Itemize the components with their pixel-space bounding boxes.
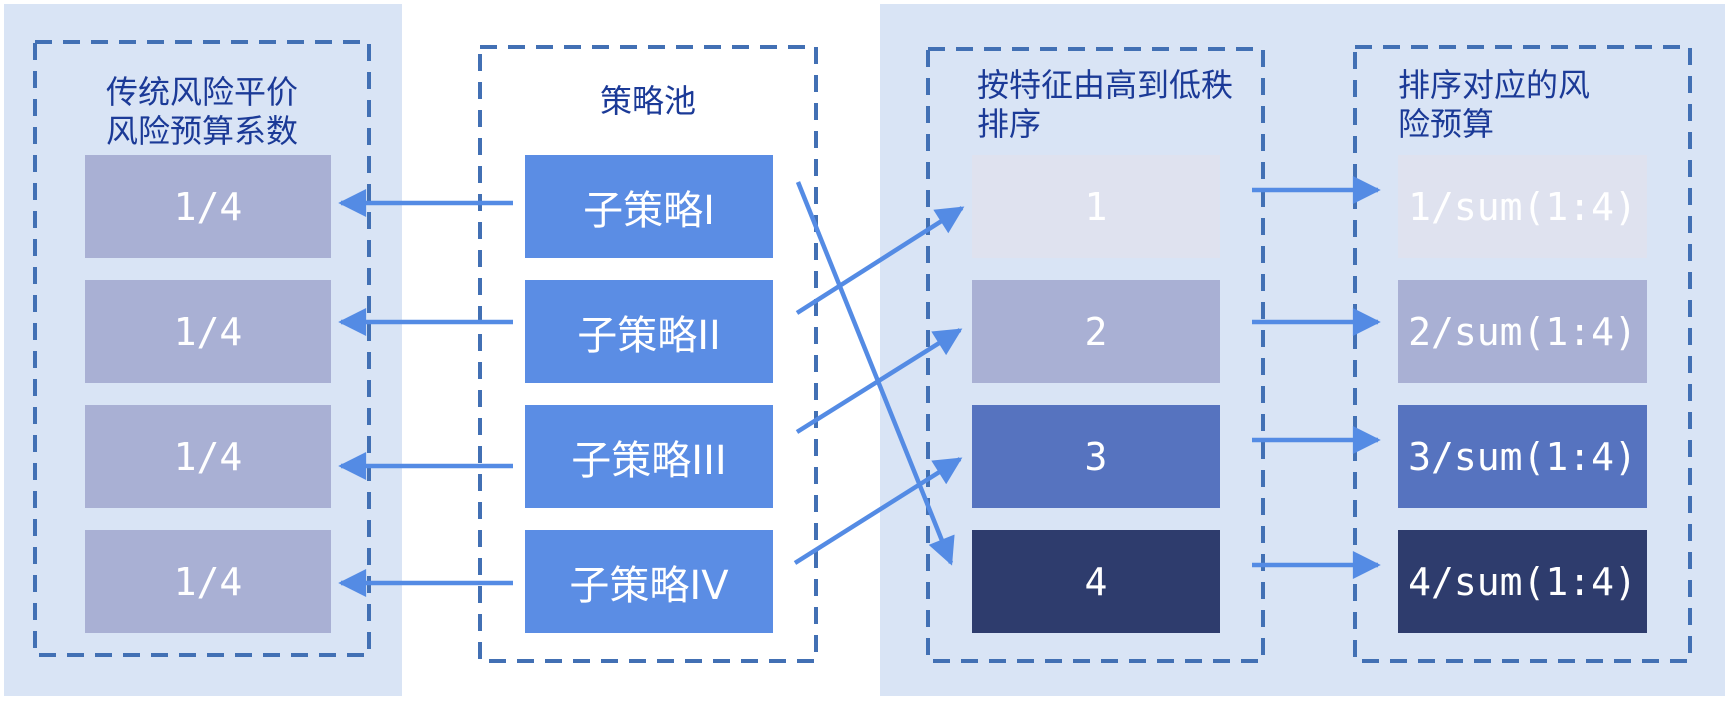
- strategy-pool-title: 策略池: [599, 83, 696, 119]
- rank-box-2: 2: [972, 280, 1220, 383]
- ranking-title: 按特征由高到低秩 排序: [977, 66, 1263, 144]
- strategy-box-1: 子策略I: [525, 155, 773, 258]
- coeff-box-3: 1/4: [85, 405, 331, 508]
- traditional-title-line1: 传统风险平价: [105, 74, 298, 110]
- rank-box-3: 3: [972, 405, 1220, 508]
- budget-box-3: 3/sum(1:4): [1398, 405, 1647, 508]
- coeff-box-2: 1/4: [85, 280, 331, 383]
- ranking-title-line2: 排序: [977, 106, 1042, 142]
- risk-budget-title-line2: 险预算: [1398, 106, 1495, 142]
- strategy-box-3: 子策略III: [525, 405, 773, 508]
- budget-box-2: 2/sum(1:4): [1398, 280, 1647, 383]
- traditional-title-line2: 风险预算系数: [105, 113, 298, 149]
- budget-box-4: 4/sum(1:4): [1398, 530, 1647, 633]
- strategy-box-4: 子策略IV: [525, 530, 773, 633]
- rank-box-4: 4: [972, 530, 1220, 633]
- strategy-box-2: 子策略II: [525, 280, 773, 383]
- traditional-title: 传统风险平价 风险预算系数: [33, 73, 371, 151]
- coeff-box-1: 1/4: [85, 155, 331, 258]
- budget-box-1: 1/sum(1:4): [1398, 155, 1647, 258]
- coeff-box-4: 1/4: [85, 530, 331, 633]
- rank-box-1: 1: [972, 155, 1220, 258]
- risk-budget-title-line1: 排序对应的风: [1398, 67, 1591, 103]
- ranking-title-line1: 按特征由高到低秩: [977, 67, 1234, 103]
- risk-budget-title: 排序对应的风 险预算: [1398, 66, 1688, 144]
